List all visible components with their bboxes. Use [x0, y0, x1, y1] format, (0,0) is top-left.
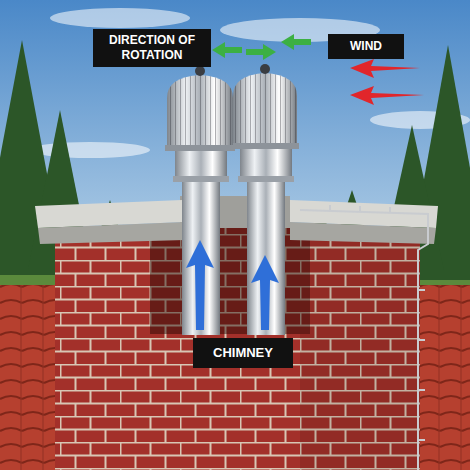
ventilator-knob	[260, 64, 270, 74]
label-text: WIND	[348, 39, 384, 54]
chimney-opening	[150, 226, 310, 334]
ventilator-rim	[165, 145, 235, 151]
cloud	[30, 142, 150, 158]
wind-arrows	[350, 59, 424, 105]
clouds	[30, 8, 470, 158]
ventilator-ribs	[233, 73, 297, 148]
label-text: CHIMNEY	[209, 345, 277, 361]
cloud	[50, 8, 190, 28]
ventilator	[165, 66, 235, 335]
lightning-conductor	[300, 205, 428, 470]
airflow-arrow	[251, 255, 279, 330]
ventilator	[231, 64, 299, 335]
rotation-arrow	[246, 44, 276, 60]
ventilator-ribs	[167, 75, 233, 150]
wind-arrow	[350, 86, 424, 105]
cap-front	[290, 222, 436, 244]
chimney-opening-shade	[150, 226, 310, 334]
ventilator-band	[173, 176, 229, 182]
rotation-arrow	[212, 42, 242, 58]
chimney-shade	[300, 232, 420, 470]
ventilator-rim	[231, 143, 299, 149]
chimney-label-box: CHIMNEY	[193, 338, 293, 368]
wind-arrow	[350, 59, 420, 78]
ventilator-head	[167, 75, 233, 150]
conductor-wire	[300, 210, 428, 470]
ventilator-knob	[195, 66, 205, 76]
airflow-arrows	[186, 240, 279, 330]
rotation-arrows	[212, 34, 311, 60]
conductor-clips	[330, 205, 425, 440]
rotation-label-box: DIRECTION OF ROTATION	[93, 29, 211, 67]
airflow-arrow	[186, 240, 214, 330]
rotation-arrow	[281, 34, 311, 50]
ventilator-band	[238, 176, 294, 182]
cap-front	[38, 222, 185, 244]
wind-label-box: WIND	[328, 34, 404, 59]
label-text: DIRECTION OF ROTATION	[101, 33, 203, 63]
ventilator-head	[233, 73, 297, 148]
